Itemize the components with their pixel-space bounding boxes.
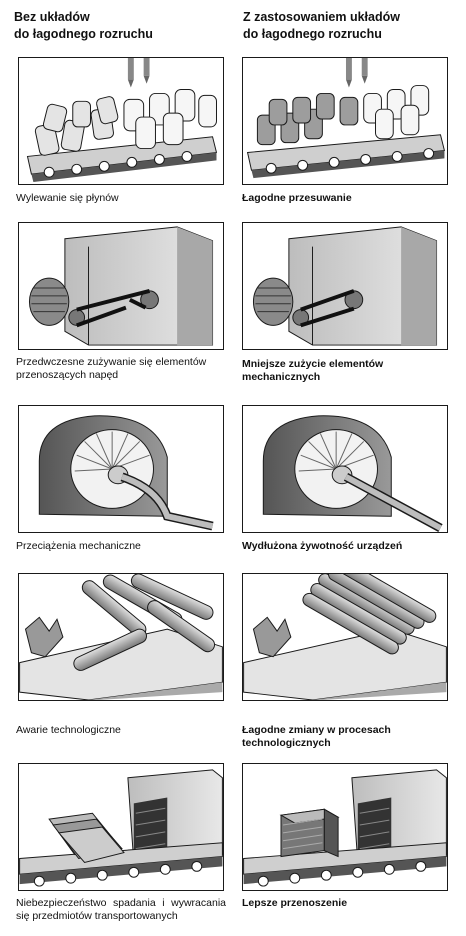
conveyor-stack-panel <box>18 763 224 891</box>
conveyor-jars-panel-ok <box>242 57 448 185</box>
belt-drive-icon <box>252 226 438 346</box>
conveyor-jars-icon <box>26 58 218 183</box>
caption-gentle-changes: Łagodne zmiany w procesach technologiczn… <box>242 724 391 749</box>
caption-spilling: Wylewanie się płynów <box>16 192 119 204</box>
conveyor-jars-icon <box>246 58 446 179</box>
caption-less-wear: Mniejsze zużycie elementów mechanicznych <box>242 358 384 383</box>
caption-falling: Niebezpieczeństwo spadania i wywracania … <box>16 897 226 922</box>
conveyor-stack-icon <box>19 769 223 887</box>
right-column-title: Z zastosowaniem układów do łagodnego roz… <box>243 10 400 41</box>
saw-logs-panel <box>18 573 224 701</box>
fan-shaft-panel-ok <box>242 405 448 533</box>
belt-drive-panel-ok <box>242 222 448 350</box>
belt-drive-panel <box>18 222 224 350</box>
fan-shaft-icon <box>38 415 214 531</box>
fan-shaft-icon <box>262 415 443 532</box>
left-column-title: Bez układów do łagodnego rozruchu <box>14 10 153 41</box>
caption-gentle-move: Łagodne przesuwanie <box>242 192 352 204</box>
saw-logs-icon <box>19 574 223 700</box>
saw-logs-panel-ok <box>242 573 448 701</box>
belt-drive-icon <box>28 226 214 346</box>
conveyor-jars-panel <box>18 57 224 185</box>
caption-longer-life: Wydłużona żywotność urządzeń <box>242 540 403 552</box>
caption-overload: Przeciążenia mechaniczne <box>16 540 141 552</box>
saw-logs-icon <box>243 574 447 700</box>
fan-shaft-panel <box>18 405 224 533</box>
caption-failures: Awarie technologiczne <box>16 724 121 736</box>
conveyor-stack-icon <box>243 769 447 887</box>
conveyor-stack-panel-ok <box>242 763 448 891</box>
caption-better-transfer: Lepsze przenoszenie <box>242 897 348 909</box>
caption-premature-wear: Przedwczesne zużywanie się elementów prz… <box>16 356 207 381</box>
